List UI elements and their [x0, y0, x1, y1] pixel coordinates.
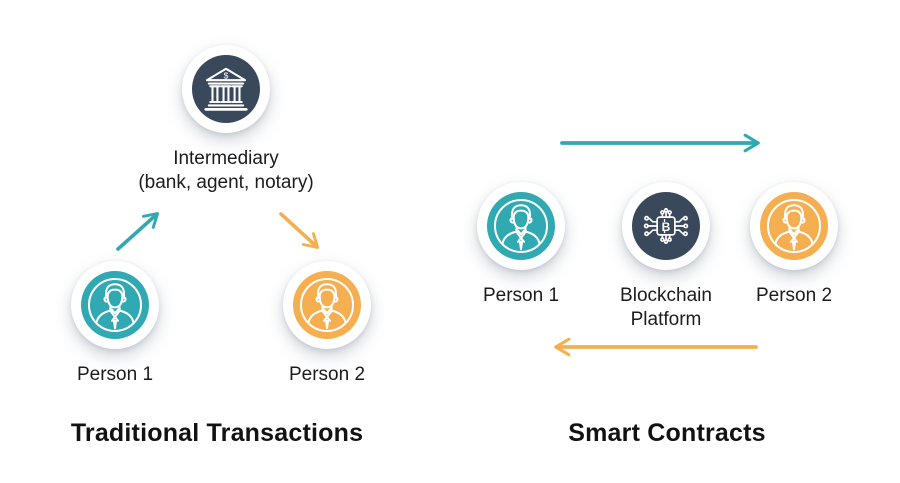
- left-person1-bubble: [71, 261, 159, 349]
- bank-icon: $: [204, 67, 248, 111]
- left-intermediary-bubble: $: [182, 45, 270, 133]
- left-person2-bubble: [283, 261, 371, 349]
- left-intermediary-node: $ Intermediary (bank, agent, notary): [126, 45, 326, 195]
- right-section-title: Smart Contracts: [568, 419, 766, 447]
- blockchain-b-symbol: B: [662, 220, 671, 234]
- left-person1-label: Person 1: [76, 364, 154, 385]
- right-person2-label: Person 2: [755, 285, 833, 306]
- right-platform-bubble: B: [622, 182, 710, 270]
- right-person2-node: Person 2: [694, 182, 894, 308]
- left-person1-node: Person 1: [15, 261, 215, 387]
- arrow-intermediary-to-person2: [279, 212, 320, 249]
- left-intermediary-disc: $: [192, 55, 260, 123]
- left-section-title: Traditional Transactions: [70, 419, 364, 447]
- right-person1-disc: [487, 192, 555, 260]
- person-icon: [300, 278, 354, 332]
- left-person2-node: Person 2: [227, 261, 427, 387]
- person-icon: [494, 199, 548, 253]
- arrow-person1-to-intermediary: [116, 212, 160, 251]
- right-platform-label: Blockchain Platform: [620, 285, 712, 330]
- left-person1-disc: [81, 271, 149, 339]
- right-platform-node: B Blockchain Platform: [566, 182, 766, 332]
- left-person2-label: Person 2: [288, 364, 366, 385]
- person-icon: [88, 278, 142, 332]
- left-intermediary-label: Intermediary (bank, agent, notary): [138, 148, 314, 193]
- right-person2-bubble: [750, 182, 838, 270]
- right-person2-disc: [760, 192, 828, 260]
- right-person1-label: Person 1: [482, 285, 560, 306]
- right-platform-disc: B: [632, 192, 700, 260]
- left-person2-disc: [293, 271, 361, 339]
- right-person1-node: Person 1: [421, 182, 621, 308]
- blockchain-chip-icon: B: [643, 208, 689, 244]
- person-icon: [767, 199, 821, 253]
- bank-dollar-symbol: $: [224, 71, 229, 81]
- right-person1-bubble: [477, 182, 565, 270]
